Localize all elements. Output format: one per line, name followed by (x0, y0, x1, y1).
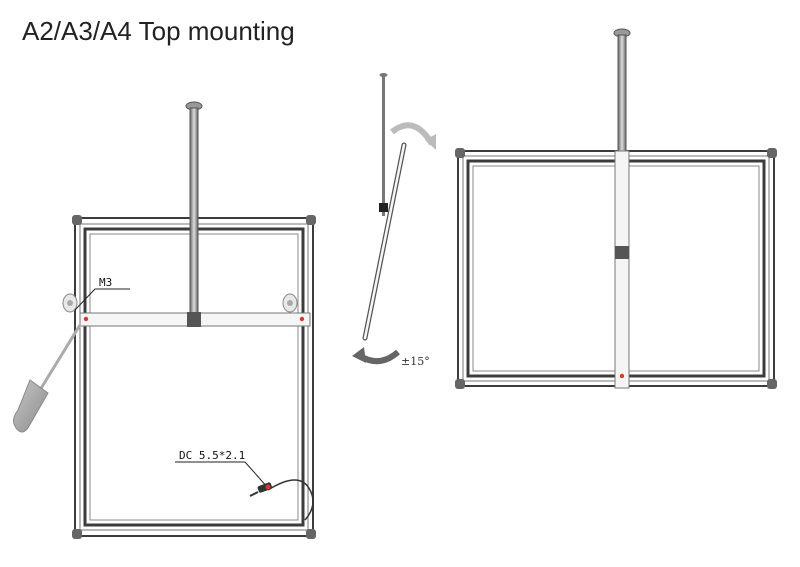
corner-cap (72, 215, 82, 225)
corner-cap (306, 529, 316, 539)
power-connector-label: DC 5.5*2.1 (179, 449, 245, 462)
vertical-rail (614, 150, 630, 389)
rail-screw-dot (299, 316, 305, 322)
rotate-arrow-icon (352, 347, 400, 365)
tilt-hinge (379, 203, 388, 212)
tilt-rod (382, 76, 385, 216)
rail-screw-dot (83, 316, 89, 322)
corner-cap (767, 379, 777, 389)
screw-size-label: M3 (99, 276, 112, 289)
ceiling-rod (189, 107, 199, 315)
rail-screw-dot (619, 373, 625, 379)
corner-cap (72, 529, 82, 539)
page-title: A2/A3/A4 Top mounting (22, 16, 295, 46)
corner-cap (767, 148, 777, 158)
screw-icon (62, 293, 78, 313)
power-plug-icon (249, 479, 314, 521)
rotate-arrow-icon (390, 122, 436, 150)
rail-clamp (615, 246, 629, 259)
corner-cap (455, 148, 465, 158)
right-frame-figure (455, 28, 777, 389)
tilt-figure: ±15° (352, 73, 436, 368)
rail-clamp (187, 312, 201, 327)
left-frame-figure: M3 DC 5.5*2.1 (13, 101, 316, 539)
screw-icon (282, 293, 298, 313)
corner-cap (306, 215, 316, 225)
corner-cap (455, 379, 465, 389)
tilt-angle-label: ±15° (401, 355, 430, 368)
screwdriver-icon (13, 324, 82, 433)
